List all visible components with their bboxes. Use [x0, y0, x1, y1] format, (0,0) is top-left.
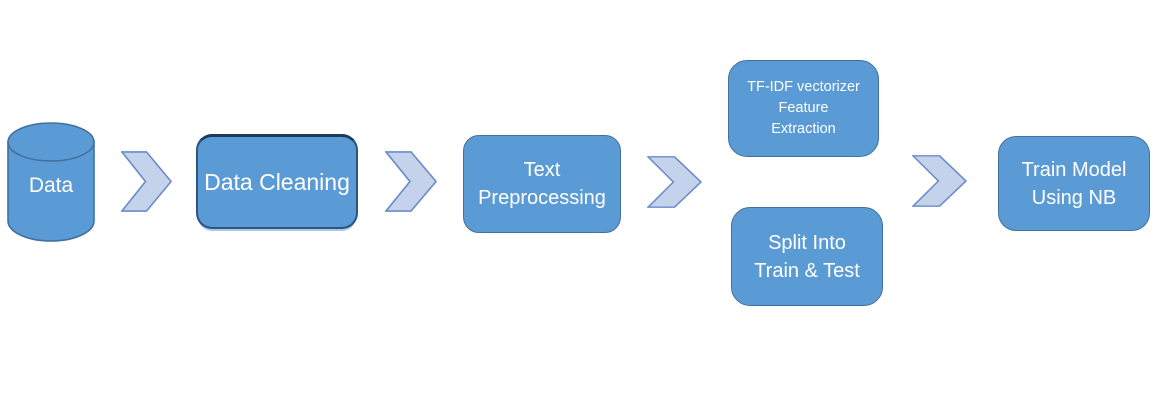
flow-arrow-1: [121, 151, 172, 212]
node-data-label: Data: [28, 174, 74, 197]
flow-arrow-4: [912, 155, 967, 207]
cylinder-shape: [7, 122, 95, 242]
node-split-train-test: Split Into Train & Test: [731, 207, 883, 306]
node-train-model-nb: Train Model Using NB: [998, 136, 1150, 231]
node-data: Data: [7, 122, 95, 242]
chevron-right-icon: [647, 156, 702, 208]
node-data-cleaning-label: Data Cleaning: [204, 168, 350, 195]
flow-arrow-2: [385, 151, 437, 212]
node-split-label: Split Into Train & Test: [754, 231, 860, 282]
flow-arrow-3: [647, 156, 702, 208]
node-tfidf-feature-extraction: TF-IDF vectorizer Feature Extraction: [728, 60, 879, 157]
node-train-label: Train Model Using NB: [1021, 158, 1127, 209]
chevron-right-icon: [121, 151, 172, 212]
chevron-right-icon: [385, 151, 437, 212]
node-data-cleaning: Data Cleaning: [196, 134, 358, 229]
chevron-right-icon: [912, 155, 967, 207]
node-text-preprocessing: Text Preprocessing: [463, 135, 621, 233]
node-text-preprocessing-label: Text Preprocessing: [478, 159, 606, 209]
node-tfidf-label: TF-IDF vectorizer Feature Extraction: [747, 79, 860, 137]
